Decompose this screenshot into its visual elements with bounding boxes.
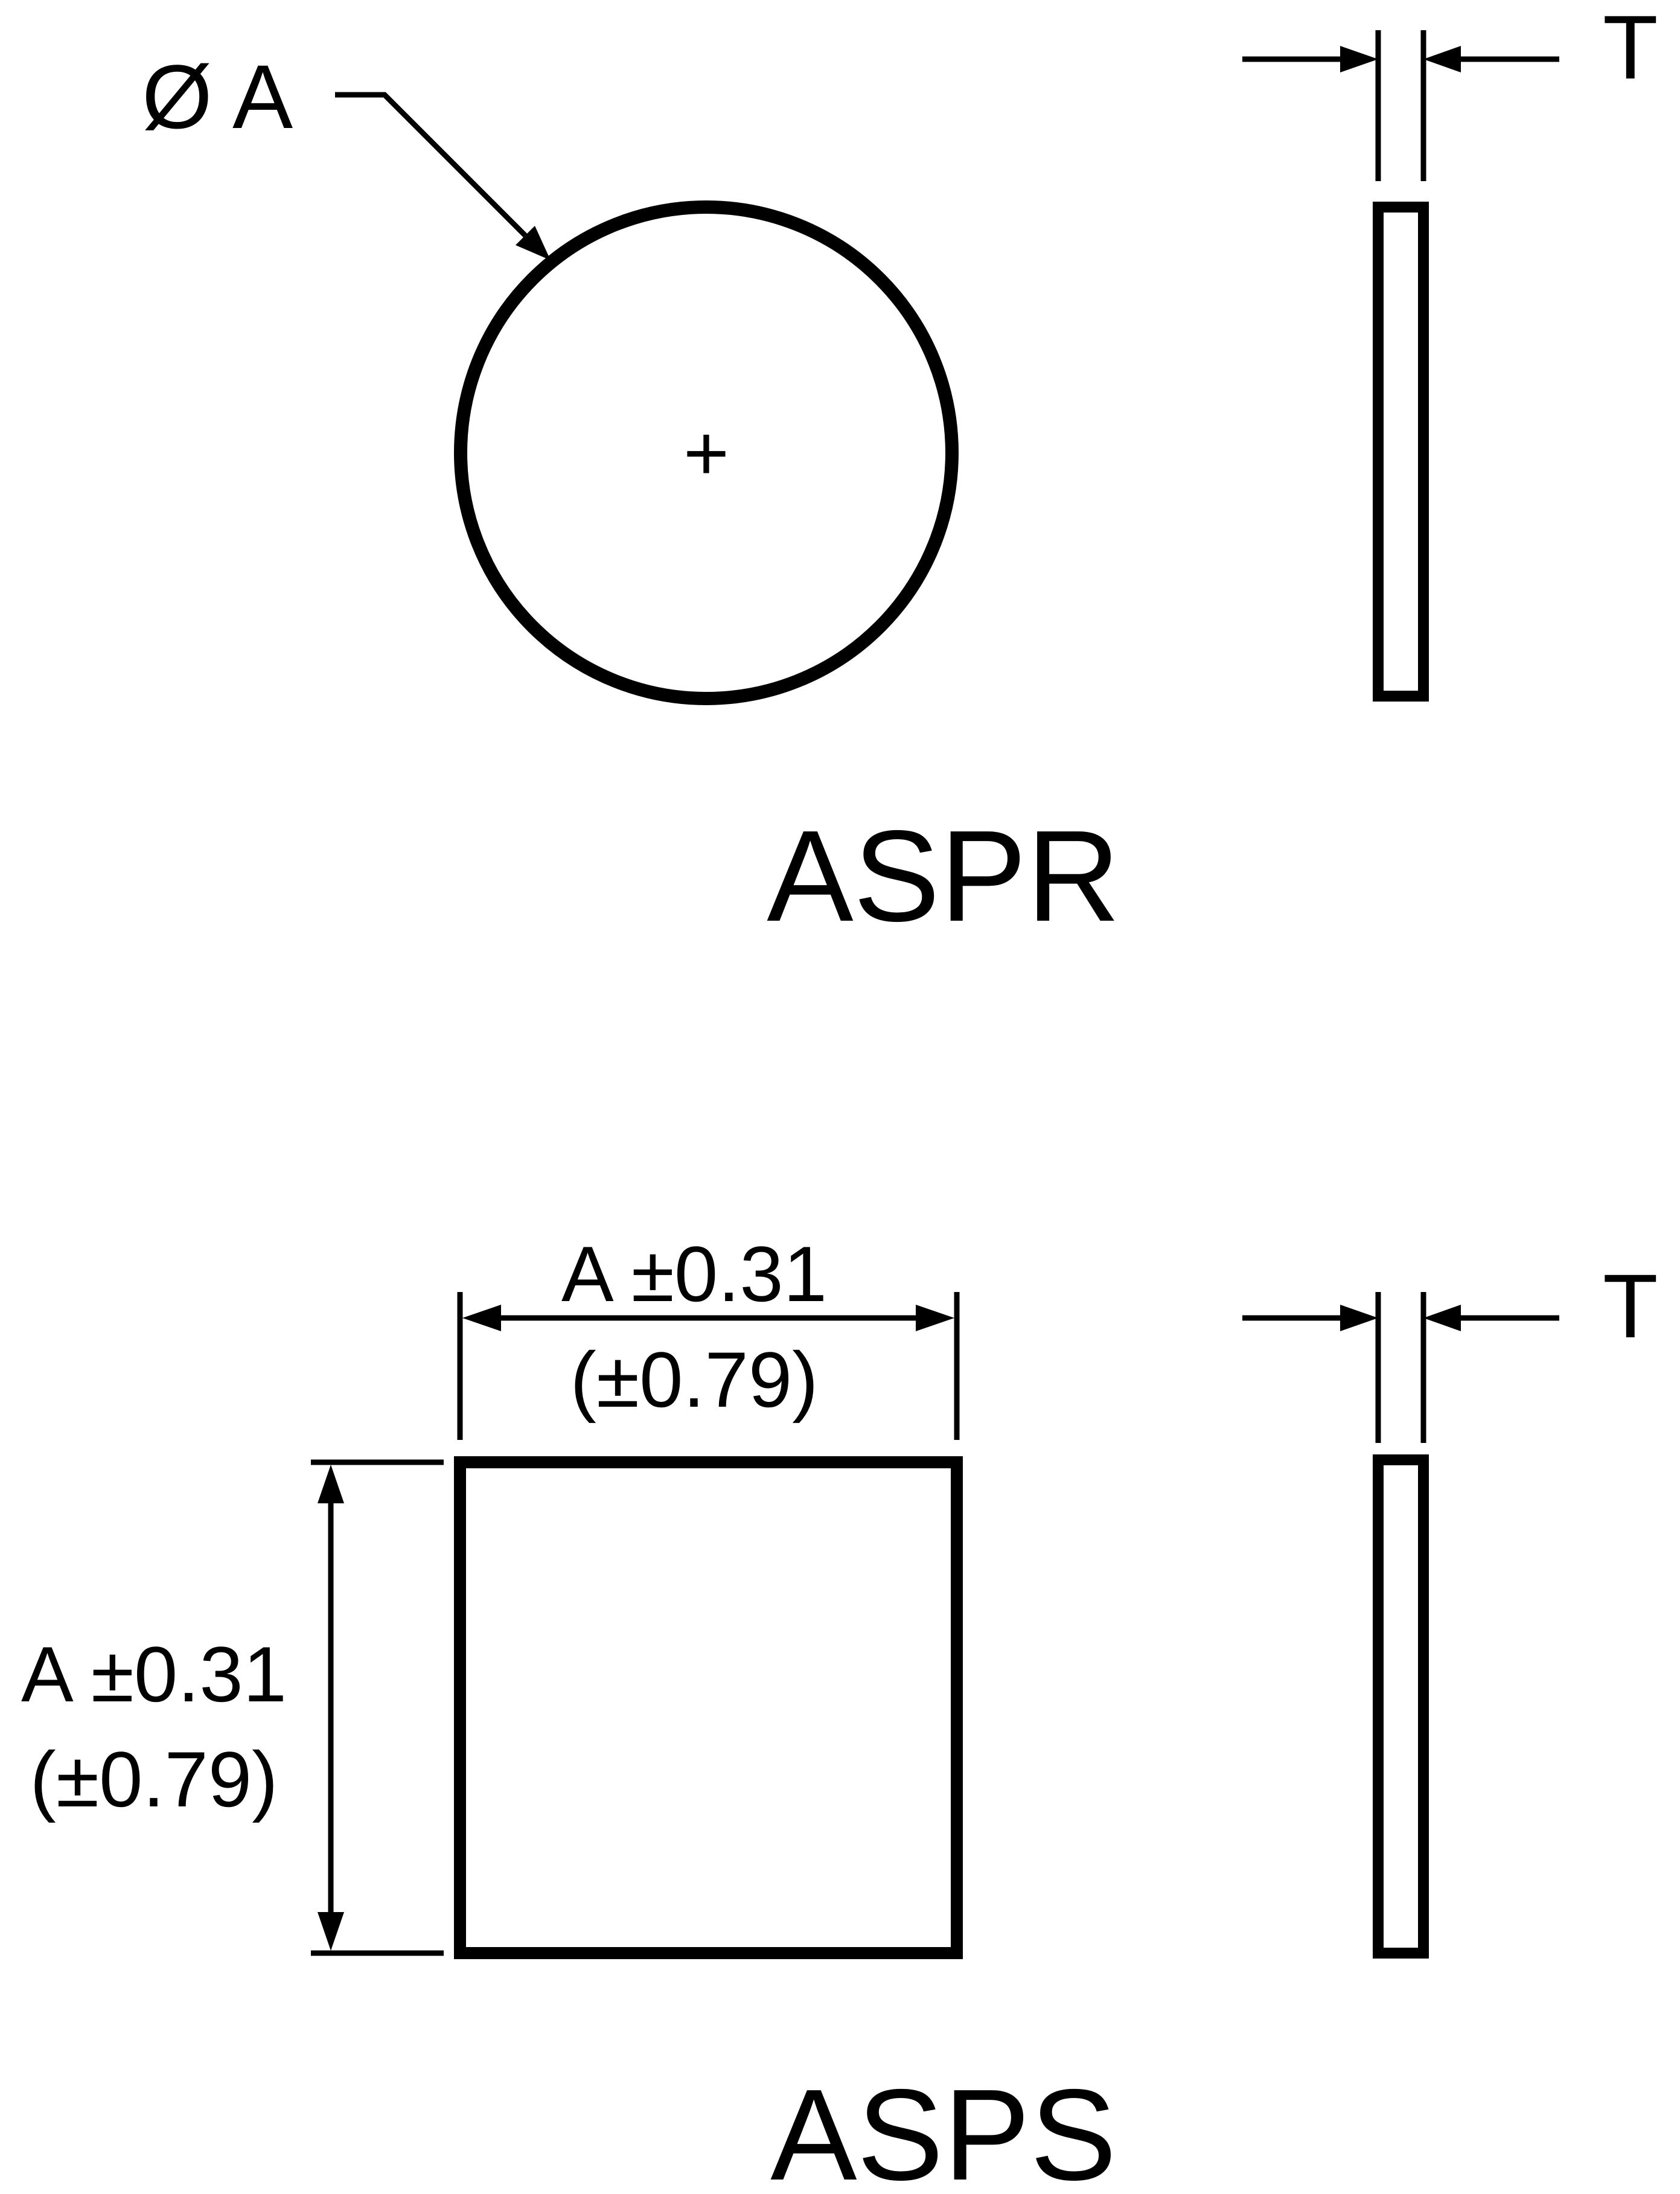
thickness-label-2: T xyxy=(1603,1255,1658,1357)
diameter-leader-arrowhead xyxy=(516,226,551,260)
square-part-outline xyxy=(454,1456,963,1959)
square-part-side-profile xyxy=(1373,1454,1429,1959)
asps-view: A ±0.31 (±0.79) A ±0.31 (±0.79) xyxy=(21,1230,963,1959)
height-arrowhead-top xyxy=(318,1465,344,1503)
round-part-side-profile xyxy=(1373,202,1429,702)
asps-side-view: T xyxy=(1242,1255,1658,1959)
height-tolerance-metric-label: (±0.79) xyxy=(30,1735,278,1823)
aspr-side-view: T xyxy=(1242,0,1658,702)
aspr-view: + Ø A xyxy=(142,46,959,705)
center-mark: + xyxy=(683,409,729,497)
thickness-arrow-left-head-2 xyxy=(1340,1305,1378,1331)
height-arrowhead-bottom xyxy=(318,1912,344,1951)
asps-part-name: ASPS xyxy=(770,2062,1117,2194)
round-part-outline xyxy=(454,200,959,705)
aspr-part-name: ASPR xyxy=(767,803,1120,948)
diameter-label: Ø A xyxy=(142,46,293,147)
thickness-arrow-left-head xyxy=(1340,46,1378,72)
thickness-arrow-right-head-2 xyxy=(1423,1305,1461,1331)
width-tolerance-label: A ±0.31 xyxy=(561,1230,827,1318)
height-tolerance-label: A ±0.31 xyxy=(21,1630,287,1718)
thickness-arrow-right-head xyxy=(1423,46,1461,72)
width-tolerance-metric-label: (±0.79) xyxy=(570,1335,819,1424)
width-arrowhead-right xyxy=(916,1305,954,1331)
width-arrowhead-left xyxy=(462,1305,501,1331)
diameter-leader-line xyxy=(335,92,528,238)
thickness-label: T xyxy=(1603,0,1658,98)
